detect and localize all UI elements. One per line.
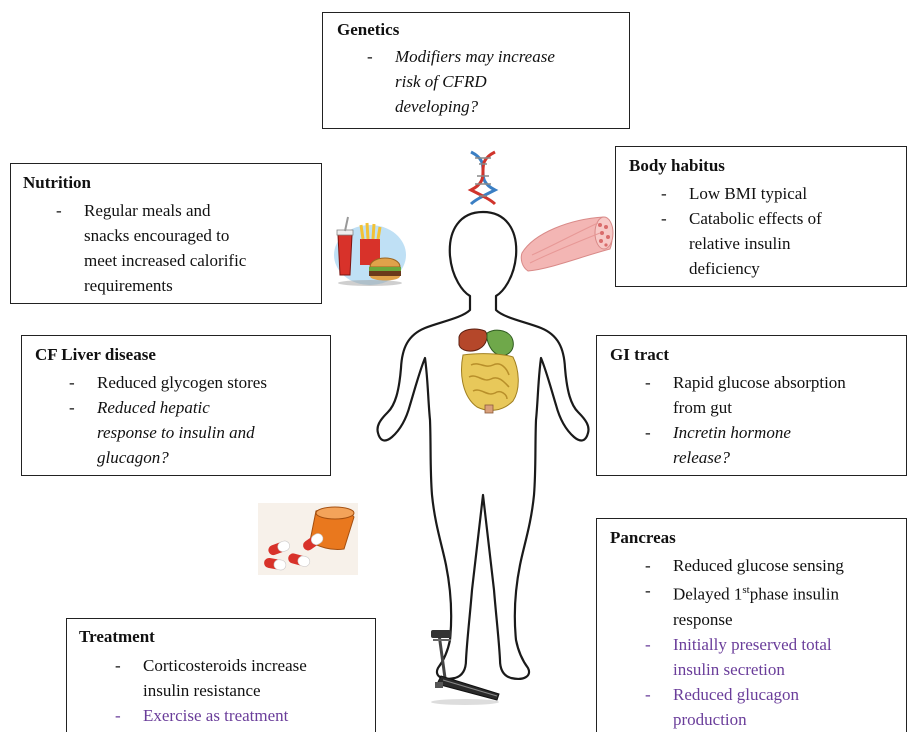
item-line: glucagon?: [97, 445, 267, 470]
nutrition-title: Nutrition: [23, 173, 91, 193]
list-item: - Reduced glucagon production: [645, 682, 844, 732]
dash-bullet: -: [645, 553, 651, 578]
item-line: production: [673, 707, 844, 732]
treatment-list: - Corticosteroids increase insulin resis…: [115, 653, 307, 728]
dash-bullet: -: [661, 206, 667, 231]
muscle-icon: [520, 213, 615, 275]
body-habitus-list: - Low BMI typical - Catabolic effects of…: [661, 181, 822, 281]
list-item: - Reduced glycogen stores: [69, 370, 267, 395]
item-line: developing?: [395, 94, 555, 119]
dna-icon: [465, 150, 501, 206]
item-line: response to insulin and: [97, 420, 267, 445]
gi-tract-title: GI tract: [610, 345, 669, 365]
list-item: - Rapid glucose absorption from gut: [645, 370, 846, 420]
dash-bullet: -: [69, 370, 75, 395]
list-item: - Initially preserved total insulin secr…: [645, 632, 844, 682]
dash-bullet: -: [645, 682, 651, 707]
item-line: from gut: [673, 395, 846, 420]
dash-bullet: -: [645, 578, 651, 603]
item-line: snacks encouraged to: [84, 223, 246, 248]
item-line: meet increased calorific: [84, 248, 246, 273]
dash-bullet: -: [661, 181, 667, 206]
list-item: - Low BMI typical: [661, 181, 822, 206]
list-item: - Reduced glucose sensing: [645, 553, 844, 578]
item-line: Regular meals and: [84, 198, 246, 223]
item-line: response: [673, 607, 844, 632]
dash-bullet: -: [115, 653, 121, 678]
item-line: Reduced glucose sensing: [673, 553, 844, 578]
item-line: insulin resistance: [143, 678, 307, 703]
item-line: Delayed 1stphase insulin: [673, 578, 844, 607]
item-line: release?: [673, 445, 846, 470]
item-line: Catabolic effects of: [689, 206, 822, 231]
fast-food-icon: [330, 215, 410, 287]
body-habitus-box: Body habitus - Low BMI typical - Catabol…: [615, 146, 907, 287]
pancreas-list: - Reduced glucose sensing - Delayed 1stp…: [645, 553, 844, 732]
item-line: Reduced glucagon: [673, 682, 844, 707]
list-item: - Exercise as treatment: [115, 703, 307, 728]
item-line: Corticosteroids increase: [143, 653, 307, 678]
genetics-list: - Modifiers may increase risk of CFRD de…: [367, 44, 555, 119]
superscript-text: st: [742, 584, 749, 596]
item-line: Low BMI typical: [689, 181, 822, 206]
list-item: - Reduced hepatic response to insulin an…: [69, 395, 267, 470]
treatment-box: Treatment - Corticosteroids increase ins…: [66, 618, 376, 732]
item-line: relative insulin: [689, 231, 822, 256]
genetics-title: Genetics: [337, 20, 399, 40]
dash-bullet: -: [69, 395, 75, 420]
superscript-base: Delayed 1: [673, 585, 742, 604]
list-item: - Delayed 1stphase insulin response: [645, 578, 844, 632]
item-line: Reduced glycogen stores: [97, 370, 267, 395]
cf-liver-box: CF Liver disease - Reduced glycogen stor…: [21, 335, 331, 476]
digestive-organs-icon: [455, 325, 525, 415]
dash-bullet: -: [645, 632, 651, 657]
dash-bullet: -: [56, 198, 62, 223]
gi-tract-list: - Rapid glucose absorption from gut - In…: [645, 370, 846, 470]
item-line: Incretin hormone: [673, 420, 846, 445]
item-line: risk of CFRD: [395, 69, 555, 94]
list-item: - Modifiers may increase risk of CFRD de…: [367, 44, 555, 119]
item-line: Reduced hepatic: [97, 395, 267, 420]
pills-icon: [258, 503, 358, 575]
dash-bullet: -: [115, 703, 121, 728]
pancreas-box: Pancreas - Reduced glucose sensing - Del…: [596, 518, 907, 732]
genetics-box: Genetics - Modifiers may increase risk o…: [322, 12, 630, 129]
list-item: - Corticosteroids increase insulin resis…: [115, 653, 307, 703]
list-item: - Incretin hormone release?: [645, 420, 846, 470]
item-line: Initially preserved total: [673, 632, 844, 657]
treatment-title: Treatment: [79, 627, 155, 647]
nutrition-box: Nutrition - Regular meals and snacks enc…: [10, 163, 322, 304]
dash-bullet: -: [367, 44, 373, 69]
item-line: insulin secretion: [673, 657, 844, 682]
body-habitus-title: Body habitus: [629, 156, 725, 176]
nutrition-list: - Regular meals and snacks encouraged to…: [56, 198, 246, 298]
item-line: Rapid glucose absorption: [673, 370, 846, 395]
item-line: deficiency: [689, 256, 822, 281]
cf-liver-title: CF Liver disease: [35, 345, 156, 365]
treadmill-icon: [425, 630, 505, 706]
list-item: - Catabolic effects of relative insulin …: [661, 206, 822, 281]
item-line: Exercise as treatment: [143, 703, 307, 728]
gi-tract-box: GI tract - Rapid glucose absorption from…: [596, 335, 907, 476]
list-item: - Regular meals and snacks encouraged to…: [56, 198, 246, 298]
pancreas-title: Pancreas: [610, 528, 676, 548]
dash-bullet: -: [645, 370, 651, 395]
item-line: Modifiers may increase: [395, 44, 555, 69]
superscript-rest: phase insulin: [750, 585, 839, 604]
dash-bullet: -: [645, 420, 651, 445]
item-line: requirements: [84, 273, 246, 298]
cf-liver-list: - Reduced glycogen stores - Reduced hepa…: [69, 370, 267, 470]
